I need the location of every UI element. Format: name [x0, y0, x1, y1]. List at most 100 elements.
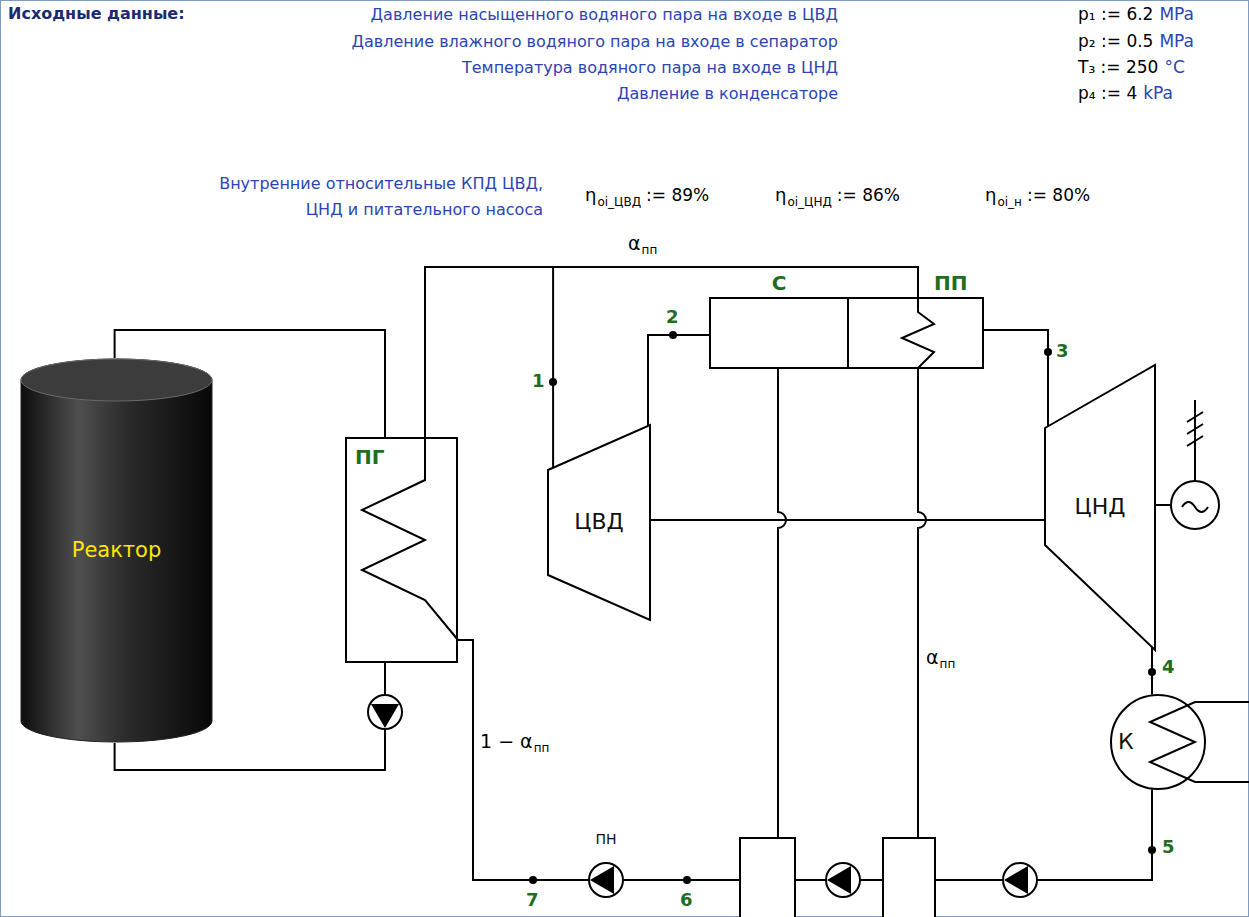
box-outline [848, 298, 983, 368]
subscript-wrap: oi_ЦНД [787, 195, 831, 209]
unit: MPa [1159, 4, 1194, 24]
point-number-wrap: 1 [532, 370, 545, 392]
reheater-drain [918, 368, 926, 838]
mixing-heater [883, 838, 935, 917]
lp-turbine: ЦНД [1045, 365, 1155, 650]
flow-fraction: α [628, 232, 641, 255]
subscript-wrap: пп [940, 657, 956, 671]
efficiency-symbol: η [775, 184, 786, 206]
node-label: С [772, 270, 787, 296]
parameter-description: Давление насыщенного водяного пара на вх… [371, 5, 838, 24]
unit-wrap: kPa [1143, 83, 1173, 103]
node-label: Реактор [72, 538, 162, 563]
reactor-vessel: Реактор [20, 358, 213, 743]
condenser: К [1110, 694, 1206, 790]
steam-generator-box-outline [345, 437, 458, 663]
pump-outline [589, 863, 623, 897]
state-point-dot [1044, 348, 1052, 356]
state-point-dot [683, 876, 691, 884]
pump-symbol [368, 695, 402, 729]
state-point-dot [669, 331, 677, 339]
mixing-heater [740, 838, 795, 917]
parameter-value-wrap: T₃ := 250 [1078, 57, 1158, 77]
point-number-wrap: 6 [680, 889, 693, 911]
state-point-dot [1148, 668, 1156, 676]
separator-drain [778, 368, 786, 838]
steam-generator-box: ПГ [345, 437, 458, 663]
point-number-wrap: 7 [526, 889, 539, 911]
node-label: ПГ [355, 445, 384, 469]
pump-triangle [590, 866, 614, 894]
parameter-description-wrap: Давление насыщенного водяного пара на вх… [371, 5, 838, 24]
node-label: ЦВД [574, 509, 623, 535]
parameter-description-wrap: Температура водяного пара на входе в ЦНД [462, 58, 838, 77]
subscript: oi_н [997, 195, 1022, 209]
subscript: oi_ЦНД [787, 195, 831, 209]
point-number-wrap: 2 [666, 306, 679, 328]
efficiency-symbol: η [985, 184, 996, 206]
generator-symbol [1171, 481, 1219, 529]
node-label: ПН [595, 830, 616, 848]
vessel-body [21, 359, 212, 742]
vessel-top [21, 359, 212, 401]
pipe-connector [425, 267, 918, 437]
pump-symbol [826, 863, 860, 897]
parameter-value-wrap: := 80% [1027, 185, 1090, 205]
parameter-value: p₂ := 0.5 [1078, 31, 1153, 51]
pipe-connector [650, 519, 1045, 521]
parameter-description-wrap: Давление в конденсаторе [617, 84, 838, 103]
subscript-wrap: пп [534, 741, 550, 755]
point-number: 7 [526, 889, 539, 911]
subscript-wrap: oi_ЦВД [597, 195, 641, 209]
flow-fraction-wrap: α [926, 646, 939, 669]
state-point-dot [1148, 846, 1156, 854]
point-number: 1 [532, 370, 545, 392]
generator-shaft [1155, 504, 1171, 506]
unit: MPa [1159, 31, 1194, 51]
parameter-value: := 80% [1027, 185, 1090, 205]
hp-turbine: ЦВД [548, 425, 650, 620]
pipe-connector [458, 640, 588, 880]
flow-fraction: 1 − α [480, 730, 533, 753]
turbine-outline [1045, 365, 1155, 650]
parameter-value-wrap: p₄ := 4 [1078, 83, 1137, 103]
state-point-dot [529, 876, 537, 884]
generator-tilde [1182, 502, 1208, 512]
parameter-value: T₃ := 250 [1078, 57, 1158, 77]
pipe-connector [648, 335, 710, 426]
efficiency-symbol-wrap: η [585, 184, 596, 206]
parameter-description: Внутренние относительные КПД ЦВД, ЦНД и … [181, 171, 543, 223]
unit-wrap: MPa [1159, 4, 1194, 24]
condenser-coil [1150, 702, 1249, 782]
efficiency-symbol-wrap: η [985, 184, 996, 206]
unit: kPa [1143, 83, 1173, 103]
separator-box: С [710, 270, 848, 368]
parameter-value: := 86% [837, 185, 900, 205]
box-outline [346, 438, 457, 662]
generator-grid-symbol [1187, 400, 1203, 481]
flow-fraction-wrap: 1 − α [480, 730, 533, 753]
condenser-outline [1111, 695, 1205, 789]
parameter-value: p₄ := 4 [1078, 83, 1137, 103]
pump-triangle [371, 704, 399, 728]
point-number-wrap: 4 [1162, 656, 1175, 678]
point-number: 4 [1162, 656, 1175, 678]
parameter-value-wrap: := 86% [837, 185, 900, 205]
section-title-wrap: Исходные данные: [8, 4, 185, 23]
point-number-wrap: 3 [1056, 340, 1069, 362]
parameter-description-wrap: Давление влажного водяного пара на входе… [352, 32, 838, 51]
unit: °C [1164, 57, 1184, 77]
node-label: ЦНД [1075, 494, 1126, 520]
pump-symbol [1003, 863, 1037, 897]
state-point-dot [549, 378, 557, 386]
point-number: 3 [1056, 340, 1069, 362]
box-outline [710, 298, 848, 368]
parameter-value-wrap: p₁ := 6.2 [1078, 4, 1153, 24]
efficiency-symbol-wrap: η [775, 184, 786, 206]
turbine-outline [548, 425, 650, 620]
feed-pump: ПН [588, 830, 624, 898]
pipework [362, 298, 1249, 838]
subscript: пп [642, 243, 658, 257]
unit-wrap: MPa [1159, 31, 1194, 51]
